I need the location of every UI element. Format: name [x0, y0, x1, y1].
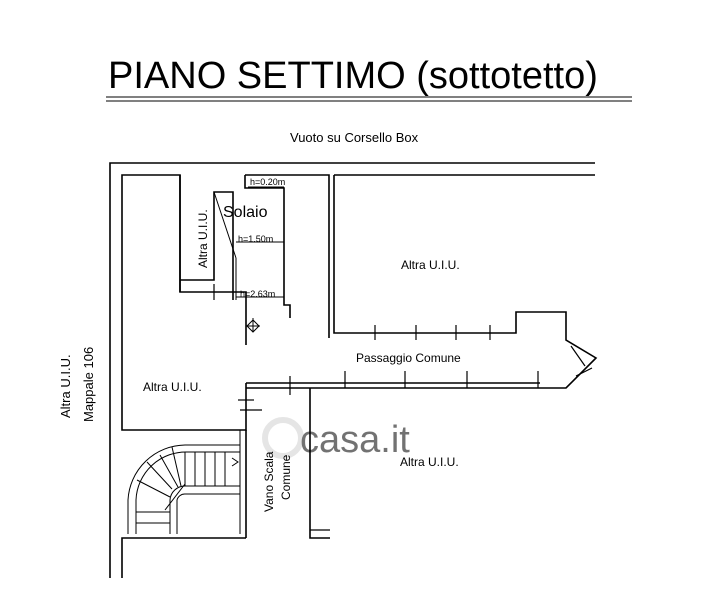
solaio-slope-line — [213, 191, 237, 259]
passage-label: Passaggio Comune — [356, 351, 461, 365]
bottom-right-unit-wall — [309, 388, 330, 539]
wall-ticks — [213, 284, 593, 531]
left-label-line1: Altra U.I.U. — [58, 354, 73, 418]
vano-scala-line1: Vano Scala — [262, 451, 276, 512]
room-label-small-vertical: Altra U.I.U. — [196, 209, 210, 268]
top-label: Vuoto su Corsello Box — [290, 130, 419, 145]
room-label-top-right: Altra U.I.U. — [401, 258, 460, 272]
solaio-wall — [245, 174, 330, 338]
staircase — [127, 444, 240, 534]
room-label-left: Altra U.I.U. — [143, 380, 202, 394]
room-label-solaio: Solaio — [223, 204, 268, 221]
height-label-1: h=0.20m — [250, 177, 285, 187]
solaio-inner — [244, 175, 291, 318]
watermark: casa.it — [262, 417, 410, 461]
top-right-unit-inner — [333, 175, 598, 389]
height-label-2: h=1.50m — [238, 234, 273, 244]
left-unit-wall — [121, 174, 247, 431]
left-label-line2: Mappale 106 — [81, 347, 96, 422]
vano-scala-line2: Comune — [279, 454, 293, 500]
room-label-bottom-right: Altra U.I.U. — [400, 455, 459, 469]
plan-title: PIANO SETTIMO (sottotetto) — [108, 55, 598, 97]
watermark-text: casa.it — [300, 419, 410, 461]
vent-symbol — [246, 318, 260, 333]
outer-wall — [109, 162, 595, 578]
outer-wall-bottom-left — [121, 537, 246, 578]
height-label-3: h=2.63m — [240, 289, 275, 299]
